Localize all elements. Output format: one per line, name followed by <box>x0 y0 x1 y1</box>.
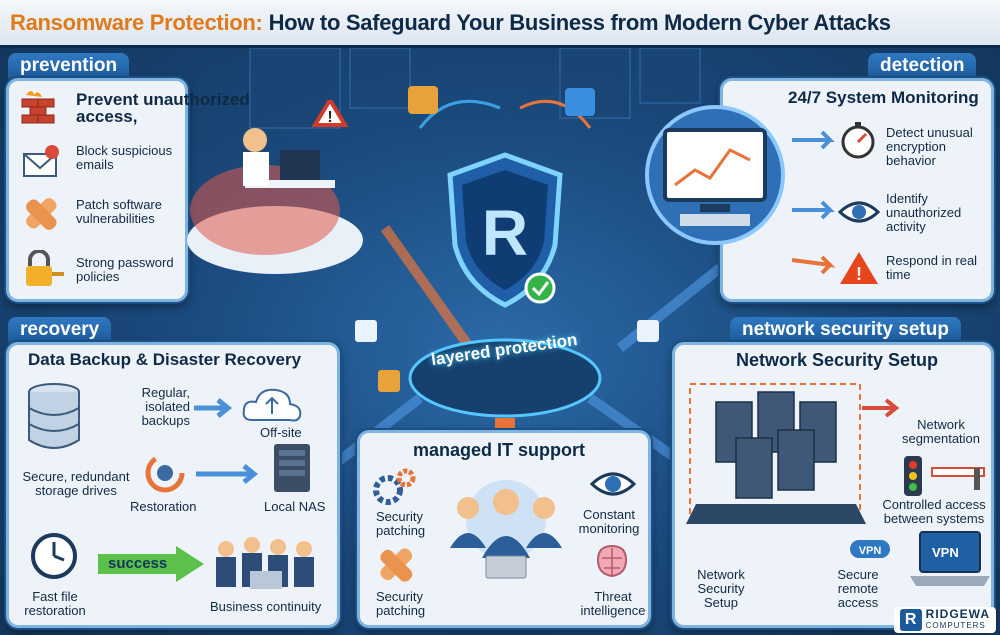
success-arrow <box>98 546 204 582</box>
logo-sub: COMPUTERS <box>925 621 986 630</box>
detection-item-label: Identify unauthorized activity <box>886 191 962 234</box>
clock-icon <box>31 533 77 579</box>
arrow-right-icon <box>196 464 259 484</box>
bandage-icon <box>26 198 57 230</box>
support-team-illustration <box>450 480 562 579</box>
padlock-key-icon <box>26 250 64 286</box>
detection-item-label: Respond in real time <box>886 253 978 282</box>
recovery-isolated-label: Regular, isolated backups <box>141 385 190 428</box>
stopwatch-icon <box>841 122 875 159</box>
company-logo: R RIDGEWA COMPUTERS <box>893 607 996 633</box>
network-remote-label: Secure remote access <box>837 567 879 610</box>
arrow-right-icon <box>194 398 233 418</box>
title-accent: Ransomware Protection: <box>10 9 263 35</box>
recovery-restoration-label: Restoration <box>130 499 197 514</box>
tab-recovery: recovery <box>8 317 112 343</box>
svg-text:VPN: VPN <box>859 545 882 557</box>
vpn-tunnel-icon: VPN <box>850 540 890 558</box>
tab-prevention: prevention <box>8 53 130 79</box>
network-heading: Network Security Setup <box>736 350 939 370</box>
database-icon <box>28 383 80 449</box>
title-rest: How to Safeguard Your Business from Mode… <box>268 9 891 35</box>
svg-text:!: ! <box>327 109 332 126</box>
background-decoration <box>249 48 724 473</box>
laptop-icon <box>910 531 990 586</box>
svg-text:!: ! <box>856 264 862 284</box>
logo-mark: R <box>899 609 922 631</box>
barrier-gate-icon <box>931 467 985 490</box>
prevention-item-label: Prevent unauthorized access, <box>76 90 250 126</box>
bandage-icon <box>380 548 413 582</box>
workstation-illustration: ! <box>187 100 363 274</box>
network-segmentation-label: Network segmentation <box>901 417 981 446</box>
eye-icon <box>590 472 636 496</box>
recovery-continuity-label: Business continuity <box>210 599 322 614</box>
tab-network-security: network security setup <box>730 317 961 343</box>
traffic-light-icon <box>904 456 922 496</box>
monitor-illustration <box>645 105 785 245</box>
laptop-vpn-label: VPN <box>932 545 959 560</box>
server-cluster-illustration <box>686 383 866 524</box>
recovery-fast-label: Fast file restoration <box>24 589 86 618</box>
gears-icon <box>373 468 416 505</box>
detection-item-label: Detect unusual encryption behavior <box>886 125 973 168</box>
recovery-heading: Data Backup & Disaster Recovery <box>28 350 302 369</box>
warning-icon: ! <box>840 252 878 284</box>
managed-patching-label: Security patching <box>376 589 426 618</box>
cloud-icon <box>242 388 302 422</box>
network-controlled-label: Controlled access between systems <box>882 497 986 526</box>
network-segmentation-icon <box>862 398 900 418</box>
recovery-nas-label: Local NAS <box>264 499 326 514</box>
managed-threat-label: Threat intelligence <box>580 589 646 618</box>
prevention-item-label: Strong password policies <box>76 255 174 284</box>
managed-heading: managed IT support <box>413 440 586 460</box>
prevention-item-label: Patch software vulnerabilities <box>76 197 162 226</box>
team-celebration-illustration <box>216 537 314 589</box>
shield-letter: R <box>482 197 528 269</box>
managed-patching-label: Security patching <box>376 509 426 538</box>
prevention-item-label: Block suspicious emails <box>76 143 173 172</box>
page-title: Ransomware Protection: How to Safeguard … <box>0 0 1000 48</box>
restoration-icon <box>145 453 185 493</box>
recovery-storage-label: Secure, redundant storage drives <box>22 469 130 498</box>
recovery-offsite-label: Off-site <box>260 425 302 440</box>
brain-circuit-icon <box>596 544 628 578</box>
recovery-success-label: success <box>108 555 168 572</box>
nas-server-icon <box>274 444 310 492</box>
logo-name: RIDGEWA <box>925 607 990 621</box>
tab-detection: detection <box>868 53 977 79</box>
shield-icon: R <box>447 152 563 308</box>
managed-monitoring-label: Constant monitoring <box>578 507 640 536</box>
detection-arrows <box>791 130 836 275</box>
firewall-icon <box>21 91 55 124</box>
network-setup-label: Network Security Setup <box>697 567 745 610</box>
email-block-icon <box>23 145 59 177</box>
detection-heading: 24/7 System Monitoring <box>788 88 979 107</box>
eye-icon <box>838 201 880 223</box>
